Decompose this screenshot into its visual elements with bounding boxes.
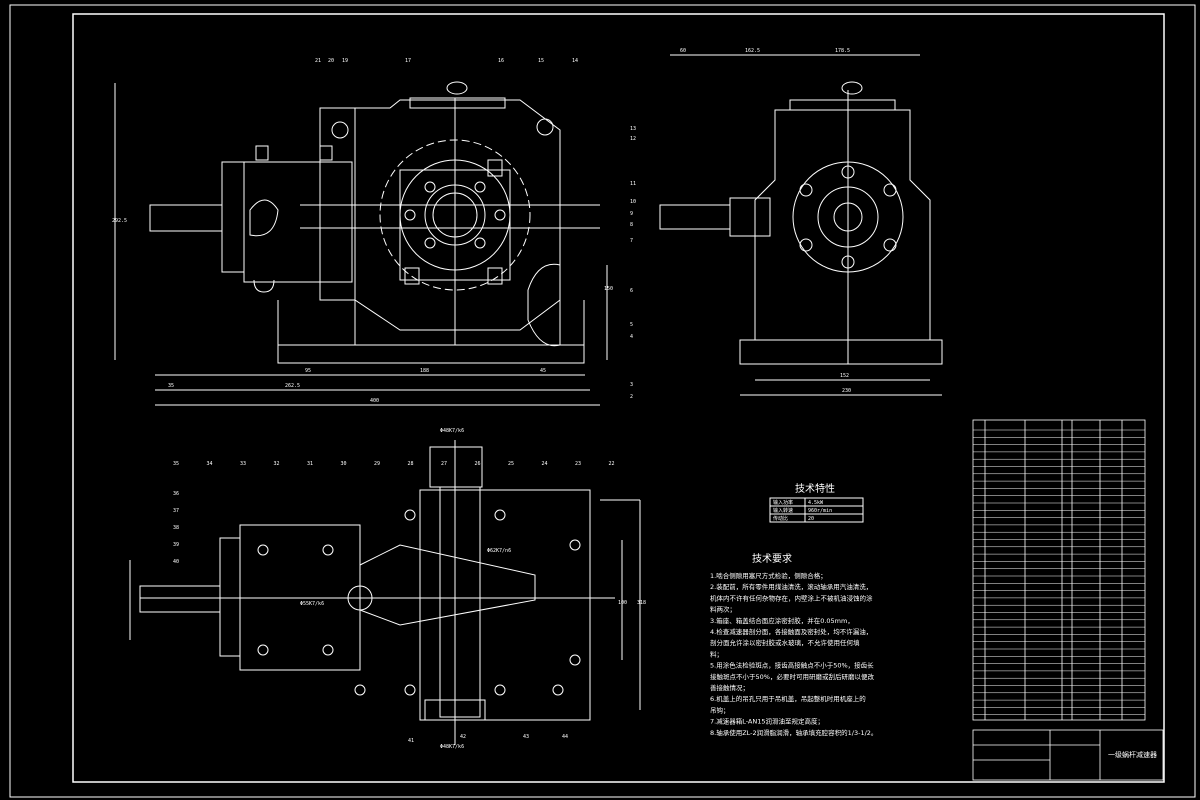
part-number: 29 [374, 461, 380, 467]
part-number: 16 [498, 58, 504, 64]
part-number: 36 [173, 491, 179, 497]
part-number: 3 [630, 382, 633, 388]
part-number: 14 [572, 58, 578, 64]
dimension-label: 162.5 [745, 48, 760, 54]
side-view [659, 54, 943, 396]
tech-req-line: 1.啮合侧隙用塞尺方式检验，侧隙合格； [710, 571, 827, 580]
part-number: 33 [240, 461, 246, 467]
dimension-label: Φ48K7/k6 [440, 428, 464, 434]
part-number: 25 [508, 461, 514, 467]
title-block-name: 一级蜗杆减速器 [1108, 750, 1157, 759]
part-number: 31 [307, 461, 313, 467]
part-number: 39 [173, 542, 179, 548]
part-number: 22 [609, 461, 615, 467]
dimension-label: 178.5 [835, 48, 850, 54]
part-number: 27 [441, 461, 447, 467]
parts-list-rows [973, 429, 1145, 715]
part-number: 19 [342, 58, 348, 64]
tech-req-line: 7.减速器箱L-AN15润滑油至规定高度； [710, 717, 824, 726]
part-number: 17 [405, 58, 411, 64]
tech-char-rows: 输入功率 4.5kW 输入转速 960r/min 传动比 20 [773, 499, 832, 522]
tech-char-value: 20 [808, 516, 814, 522]
part-number: 26 [475, 461, 481, 467]
part-number: 28 [408, 461, 414, 467]
plan-view [129, 440, 641, 745]
dimension-label: 262.5 [285, 383, 300, 389]
part-number: 13 [630, 126, 636, 132]
dimension-label: 150 [604, 286, 613, 292]
tech-req-line: 4.检查减速器剖分面，各接触面及密封处，均不许漏油， [710, 627, 872, 636]
tech-req-line: 善接触情况； [710, 683, 749, 692]
part-number: 12 [630, 136, 636, 142]
part-number: 2 [630, 394, 633, 400]
tech-char-value: 960r/min [808, 508, 832, 514]
tech-req-line: 8.轴承使用ZL-2润滑脂润滑，轴承填充腔容积的1/3-1/2。 [710, 728, 877, 737]
dimension-label: 35 [168, 383, 174, 389]
part-number: 6 [630, 288, 633, 294]
part-number: 8 [630, 222, 633, 228]
tech-req-line: 6.机盖上的吊孔只用于吊机盖，吊起整机时用机座上的 [710, 694, 866, 703]
tech-req-line: 机体内不许有任何杂物存在，内壁涂上不被机油浸蚀的涂 [710, 593, 873, 602]
tech-req-line: 5.用涂色法检验斑点，接齿高接触点不小于50%，接齿长 [710, 661, 874, 670]
part-number: 43 [523, 734, 529, 740]
dimension-label: 60 [680, 48, 686, 54]
tech-char-label: 输入转速 [773, 507, 793, 514]
part-number: 35 [173, 461, 179, 467]
tech-req-line: 吊钩； [710, 705, 730, 714]
tech-req-line: 接触斑点不小于50%，必要时可用研磨或刮后研磨以便改 [710, 672, 874, 681]
tech-char-value: 4.5kW [808, 500, 824, 506]
part-number: 7 [630, 238, 633, 244]
dimension-label: 230 [842, 388, 851, 394]
dimension-label: 400 [370, 398, 379, 404]
part-number: 41 [408, 738, 414, 744]
front-view [114, 81, 608, 406]
part-number: 4 [630, 334, 633, 340]
tech-char-table [769, 497, 864, 523]
part-number: 42 [460, 734, 466, 740]
part-number: 30 [341, 461, 347, 467]
part-number: 37 [173, 508, 179, 514]
tech-char-title: 技术特性 [795, 482, 835, 495]
dimension-label: 152 [840, 373, 849, 379]
dimension-label: Φ62K7/n6 [487, 548, 511, 554]
parts-list [972, 419, 1146, 721]
dimension-label: 318 [637, 600, 646, 606]
tech-req-line: 剖分面允许涂以密封胶或水玻璃，不允许使用任何填 [710, 638, 860, 647]
tech-req-title: 技术要求 [752, 552, 792, 565]
dimension-label: Φ48K7/k6 [440, 744, 464, 750]
tech-req-line: 2.装配前，所有零件用煤油清洗，滚动轴承用汽油清洗， [710, 582, 872, 591]
dimension-label: 188 [420, 368, 429, 374]
dimension-label: 45 [540, 368, 546, 374]
tech-req-line: 3.箱座、箱盖结合面应涂密封胶，并在0.05mm， [710, 616, 854, 625]
inner-frame [72, 13, 1165, 783]
title-block [972, 729, 1164, 781]
part-number: 9 [630, 211, 633, 217]
part-number: 24 [542, 461, 548, 467]
part-number: 38 [173, 525, 179, 531]
part-number: 15 [538, 58, 544, 64]
tech-req-line: 料两次； [710, 605, 736, 614]
outer-frame [9, 4, 1196, 798]
part-number: 23 [575, 461, 581, 467]
part-number: 5 [630, 322, 633, 328]
tech-char-label: 输入功率 [773, 499, 793, 506]
dimension-label: 100 [618, 600, 627, 606]
part-number: 21 [315, 58, 321, 64]
part-number: 32 [274, 461, 280, 467]
tech-req-line: 料； [710, 649, 723, 658]
part-number: 34 [207, 461, 213, 467]
part-number: 11 [630, 181, 636, 187]
dimension-label: 95 [305, 368, 311, 374]
part-number: 10 [630, 199, 636, 205]
tech-char-label: 传动比 [773, 515, 788, 522]
part-number: 44 [562, 734, 568, 740]
part-number: 20 [328, 58, 334, 64]
dimension-label: Φ55K7/k6 [300, 601, 324, 607]
part-number: 40 [173, 559, 179, 565]
dimension-label: 292.5 [112, 218, 127, 224]
tech-req-lines: 1.啮合侧隙用塞尺方式检验，侧隙合格； 2.装配前，所有零件用煤油清洗，滚动轴承用… [710, 571, 877, 737]
